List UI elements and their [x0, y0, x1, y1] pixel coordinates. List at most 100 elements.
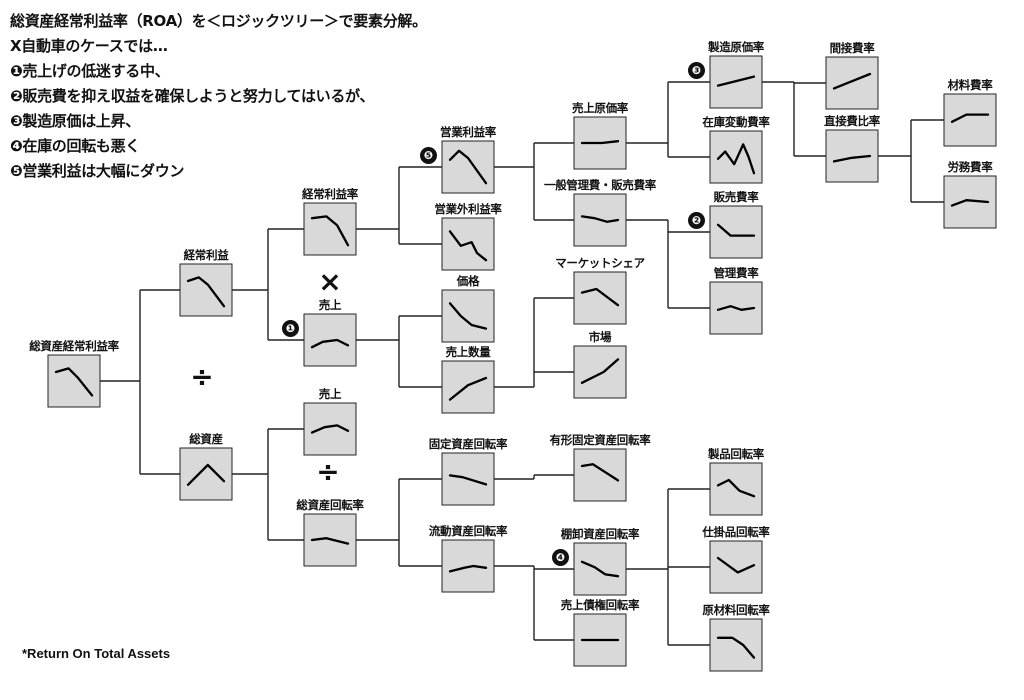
divide-operator-right: ÷ — [316, 455, 340, 488]
node-cogs_ratio — [573, 116, 627, 170]
node-label-roa: 総資産経常利益率 — [29, 339, 119, 353]
node-label-sales_volume: 売上数量 — [445, 345, 491, 359]
node-ordinary_profit — [179, 263, 233, 317]
trend-line-market_share — [580, 287, 620, 307]
trend-line-sales_volume — [448, 376, 488, 401]
trend-line-cogs_ratio — [580, 140, 620, 145]
chart-box-sales_b — [303, 402, 357, 456]
node-wip_turnover — [709, 540, 763, 594]
badge-2: ❷ — [688, 212, 705, 229]
footnote: *Return On Total Assets — [22, 646, 171, 661]
trend-line-sales_a — [310, 338, 350, 349]
badge-3: ❸ — [688, 62, 705, 79]
divide-operator-left: ÷ — [190, 360, 214, 393]
node-label-fixed_turnover: 固定資産回転率 — [428, 437, 508, 451]
trend-line-total_assets — [186, 463, 226, 486]
node-label-asset_turnover: 総資産回転率 — [296, 498, 364, 512]
node-label-direct_ratio: 直接費比率 — [824, 114, 880, 128]
node-label-product_turnover: 製品回転率 — [708, 447, 764, 461]
node-inventory_turnover — [573, 542, 627, 596]
trend-line-product_turnover — [716, 478, 756, 498]
chart-box-total_assets — [179, 447, 233, 501]
node-label-mfg_cost_ratio: 製造原価率 — [708, 40, 764, 54]
node-admin_ratio — [709, 281, 763, 335]
node-label-material_cost: 材料費率 — [947, 78, 993, 92]
node-label-market: 市場 — [588, 330, 612, 344]
node-sales_b — [303, 402, 357, 456]
chart-box-market — [573, 345, 627, 399]
trend-line-direct_ratio — [832, 154, 872, 163]
trend-line-labor_cost — [950, 199, 990, 207]
connector-lines — [100, 81, 944, 646]
node-material_cost — [943, 93, 997, 147]
badge-4: ❹ — [552, 549, 569, 566]
intro-line-3: ❷販売費を抑え収益を確保しようと努力してはいるが、 — [10, 87, 375, 105]
chart-box-price — [441, 289, 495, 343]
trend-line-non_op_margin — [448, 230, 488, 262]
chart-box-tangible_turnover — [573, 448, 627, 502]
node-market_share — [573, 271, 627, 325]
trend-line-op_margin — [448, 149, 488, 185]
node-selling_ratio — [709, 205, 763, 259]
node-label-ordinary_profit: 経常利益 — [183, 248, 229, 262]
trend-line-tangible_turnover — [580, 463, 620, 482]
chart-box-inventory_change — [709, 130, 763, 184]
node-sales_a — [303, 313, 357, 367]
intro-line-5: ❹在庫の回転も悪く — [10, 137, 141, 155]
intro-line-4: ❸製造原価は上昇、 — [10, 112, 141, 130]
node-label-indirect_ratio: 間接費率 — [829, 41, 875, 55]
node-tangible_turnover — [573, 448, 627, 502]
intro-title: 総資産経常利益率（ROA）を＜ロジックツリー＞で要素分解。 — [10, 12, 427, 30]
trend-line-roa — [54, 367, 94, 397]
trend-line-indirect_ratio — [832, 72, 872, 90]
node-product_turnover — [709, 462, 763, 516]
node-inventory_change — [709, 130, 763, 184]
chart-box-product_turnover — [709, 462, 763, 516]
chart-box-roa — [47, 354, 101, 408]
node-indirect_ratio — [825, 56, 879, 110]
trend-line-inventory_change — [716, 143, 756, 175]
trend-line-wip_turnover — [716, 556, 756, 574]
node-label-inventory_turnover: 棚卸資産回転率 — [560, 527, 640, 541]
trend-line-admin_ratio — [716, 305, 756, 311]
chart-box-market_share — [573, 271, 627, 325]
chart-box-sales_volume — [441, 360, 495, 414]
intro-line-6: ❺営業利益は大幅にダウン — [10, 162, 185, 180]
node-direct_ratio — [825, 129, 879, 183]
chart-box-selling_ratio — [709, 205, 763, 259]
trend-line-inventory_turnover — [580, 560, 620, 578]
node-total_assets — [179, 447, 233, 501]
node-label-sales_a: 売上 — [318, 298, 342, 312]
badge-1: ❶ — [282, 320, 299, 337]
trend-line-sales_b — [310, 424, 350, 434]
node-label-inventory_change: 在庫変動費率 — [702, 115, 770, 129]
chart-box-op_margin — [441, 140, 495, 194]
chart-box-indirect_ratio — [825, 56, 879, 110]
trend-line-material_cost — [950, 113, 990, 123]
intro-line-1: X自動車のケースでは… — [10, 37, 168, 55]
node-market — [573, 345, 627, 399]
intro-line-2: ❶売上げの低迷する中、 — [10, 62, 170, 80]
chart-box-material_turnover — [709, 618, 763, 672]
chart-box-labor_cost — [943, 175, 997, 229]
node-op_margin — [441, 140, 495, 194]
node-label-wip_turnover: 仕掛品回転率 — [702, 525, 770, 539]
trend-line-asset_turnover — [310, 537, 350, 545]
node-label-total_assets: 総資産 — [189, 432, 223, 446]
node-label-market_share: マーケットシェア — [555, 256, 645, 270]
chart-box-ordinary_margin — [303, 202, 357, 256]
node-mfg_cost_ratio — [709, 55, 763, 109]
node-label-receivable_turnover: 売上債権回転率 — [560, 598, 640, 612]
trend-line-selling_ratio — [716, 223, 756, 237]
node-label-admin_ratio: 管理費率 — [713, 266, 759, 280]
chart-box-direct_ratio — [825, 129, 879, 183]
node-label-material_turnover: 原材料回転率 — [702, 603, 770, 617]
trend-line-fixed_turnover — [448, 474, 488, 486]
chart-box-material_cost — [943, 93, 997, 147]
node-roa — [47, 354, 101, 408]
node-sga_ratio — [573, 193, 627, 247]
node-asset_turnover — [303, 513, 357, 567]
node-label-selling_ratio: 販売費率 — [713, 190, 759, 204]
node-label-price: 価格 — [456, 274, 480, 288]
